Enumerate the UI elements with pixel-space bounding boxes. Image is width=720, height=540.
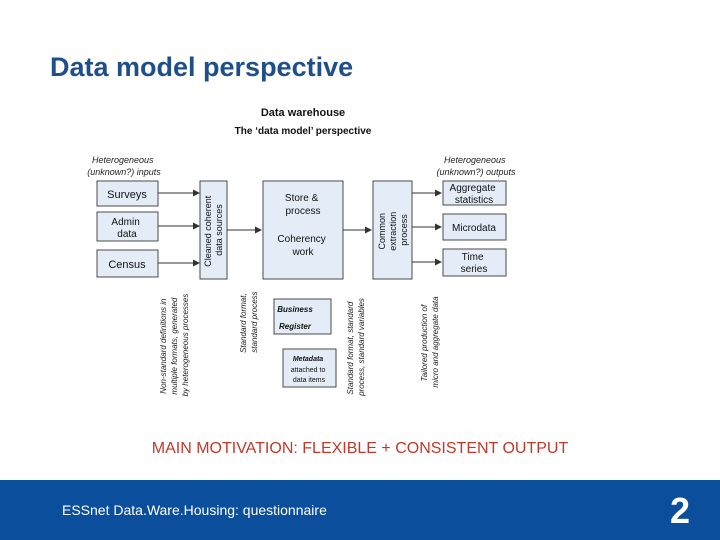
inputs-label: Heterogeneous (unknown?) inputs	[87, 155, 161, 177]
extraction-line: extraction	[388, 212, 398, 251]
outputs-label: Heterogeneous (unknown?) outputs	[436, 155, 516, 177]
footer-text: ESSnet Data.Ware.Housing: questionnaire	[62, 502, 327, 518]
cleaned-data-line: data sources	[214, 204, 224, 256]
input-label-admin-line: Admin	[111, 217, 139, 228]
extraction-box	[372, 180, 413, 280]
input-box-surveys	[96, 180, 159, 207]
metadata-line: data items	[293, 377, 326, 384]
diagram-heading: Data warehouse	[261, 107, 345, 119]
annotation-standard-variables: Standard format, standard process, stand…	[346, 298, 366, 397]
cleaned-data-label: Cleaned coherent data sources	[203, 193, 224, 267]
coherency-line: Coherency	[277, 234, 325, 245]
input-label-census: Census	[108, 259, 146, 271]
annotation-nonstandard: Non-standard definitions in multiple for…	[159, 294, 190, 397]
store-process-label: Store & process	[285, 193, 321, 217]
metadata-line: attached to	[291, 367, 326, 374]
input-label-admin: Admin data	[111, 217, 142, 240]
extraction-line: Common	[377, 213, 387, 250]
cleaned-data-line: Cleaned coherent	[203, 195, 213, 267]
extraction-line: process	[399, 214, 409, 246]
output-label-microdata: Microdata	[452, 223, 496, 234]
metadata-box	[282, 348, 337, 388]
annotation-tailored-line: Tailored production of	[420, 304, 429, 381]
annotation-nonstandard-line: multiple formats, generated	[170, 297, 179, 394]
annotation-tailored-line: micro and aggregate data	[431, 296, 440, 388]
annotation-standard-format-line: standard process	[250, 291, 259, 352]
outputs-label-line: (unknown?) outputs	[436, 167, 516, 177]
output-label-aggregate-line: statistics	[455, 195, 493, 206]
input-label-admin-line: data	[117, 229, 137, 240]
annotation-standard-variables-line: Standard format, standard	[346, 301, 355, 394]
metadata-label: Metadata attached to data items	[291, 356, 328, 384]
coherency-label: Coherency work	[277, 234, 328, 258]
footer-bar: ESSnet Data.Ware.Housing: questionnaire …	[0, 480, 720, 540]
outputs-label-line: Heterogeneous	[444, 155, 506, 165]
slide-title: Data model perspective	[50, 52, 354, 82]
output-box-microdata	[442, 213, 507, 241]
output-box-aggregate	[442, 180, 507, 206]
annotation-nonstandard-line: Non-standard definitions in	[159, 298, 168, 394]
annotation-standard-format: Standard format, standard process	[239, 291, 259, 353]
output-label-timeseries-line: series	[461, 264, 488, 275]
annotation-tailored: Tailored production of micro and aggrega…	[420, 296, 440, 388]
data-warehouse-diagram: Data warehouse The ‘data model’ perspect…	[87, 107, 516, 397]
output-label-timeseries-line: Time	[462, 252, 484, 263]
output-label-aggregate-line: Aggregate	[450, 183, 497, 194]
annotation-standard-format-line: Standard format,	[239, 293, 248, 353]
input-label-surveys: Surveys	[107, 189, 147, 201]
inputs-label-line: Heterogeneous	[92, 155, 154, 165]
output-label-aggregate: Aggregate statistics	[450, 183, 499, 206]
input-box-admin	[96, 211, 159, 242]
store-process-line: Store &	[285, 193, 319, 204]
page-number: 2	[669, 490, 690, 531]
inputs-label-line: (unknown?) inputs	[87, 167, 161, 177]
register-label: Register	[279, 322, 312, 331]
store-process-line: process	[285, 206, 320, 217]
business-label: Business	[277, 305, 313, 314]
motivation-caption: MAIN MOTIVATION: FLEXIBLE + CONSISTENT O…	[151, 440, 569, 457]
input-box-census	[96, 249, 159, 278]
coherency-line: work	[291, 247, 314, 258]
store-process-box	[262, 180, 344, 280]
output-box-timeseries	[442, 248, 507, 277]
business-register-box	[273, 298, 332, 335]
output-label-timeseries: Time series	[461, 252, 488, 275]
diagram-subheading: The ‘data model’ perspective	[235, 126, 372, 137]
metadata-line: Metadata	[293, 356, 323, 363]
extraction-label: Common extraction process	[377, 209, 409, 251]
annotation-standard-variables-line: process, standard variables	[357, 298, 366, 397]
annotation-nonstandard-line: by heterogeneous processes	[181, 294, 190, 397]
